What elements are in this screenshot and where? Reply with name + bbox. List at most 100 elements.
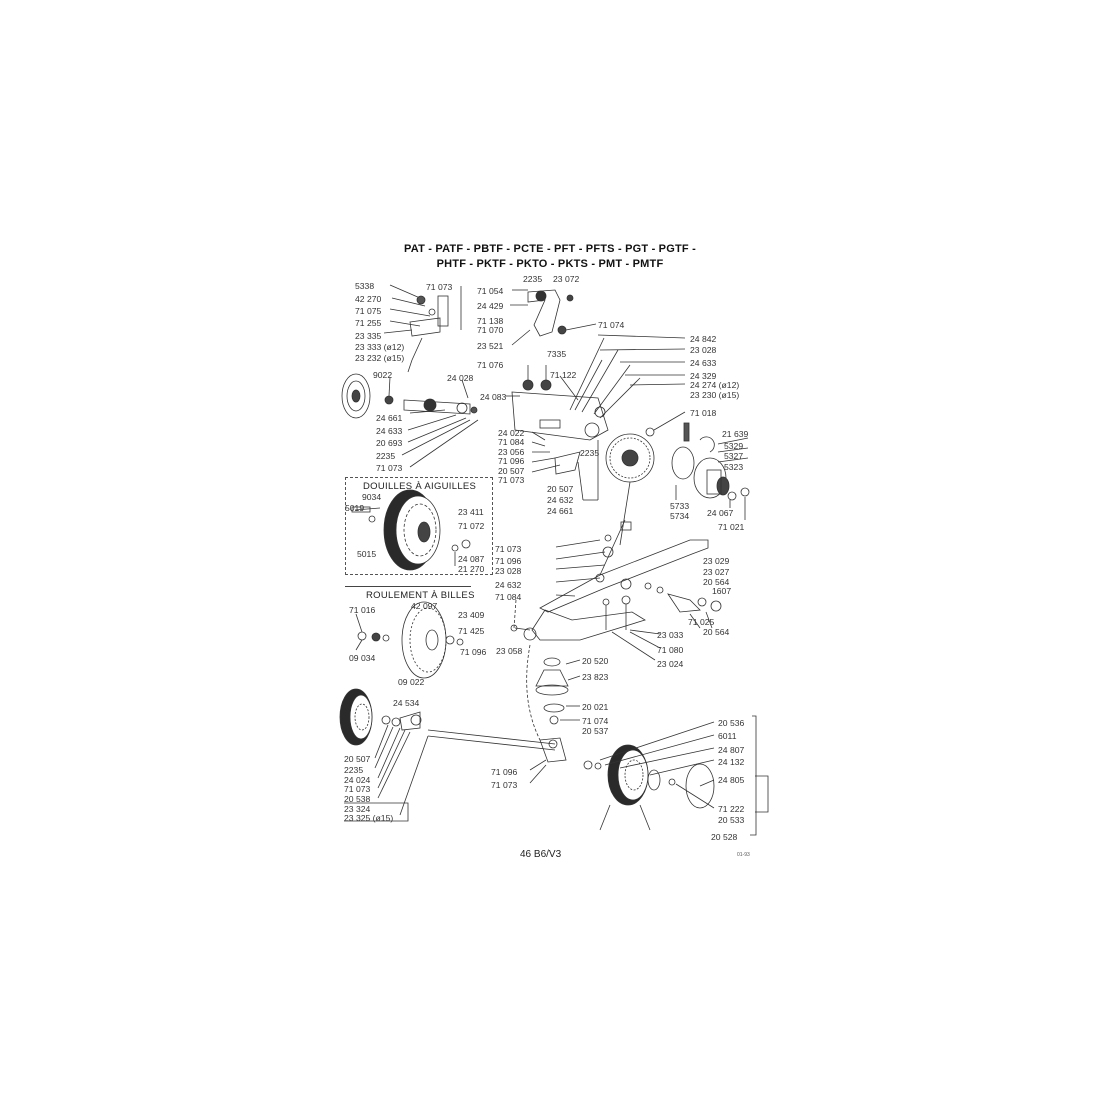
part-number-label: 20 520	[582, 656, 609, 666]
part-number-label: 71 255	[355, 318, 382, 328]
part-number-label: 42 270	[355, 294, 382, 304]
part-number-label: 71 073	[491, 780, 518, 790]
part-number-label: 71 074	[582, 716, 609, 726]
part-number-label: 71 076	[477, 360, 504, 370]
part-number-label: 9034	[362, 492, 382, 502]
part-number-label: 71 021	[718, 522, 745, 532]
part-number-label: 5019	[345, 503, 365, 513]
part-number-label: 24 087	[458, 554, 485, 564]
part-number-label: 7335	[547, 349, 567, 359]
part-number-label: 24 661	[376, 413, 403, 423]
part-number-label: 09 022	[398, 677, 425, 687]
part-number-label: 71 080	[657, 645, 684, 655]
part-number-label: 71 074	[598, 320, 625, 330]
section-title-needle-bearing: DOUILLES À AIGUILLES	[363, 481, 477, 492]
left-pulley	[341, 373, 479, 468]
part-number-label: 71 025	[688, 617, 715, 627]
part-number-label: 24 067	[707, 508, 734, 518]
part-number-label: 71 073	[426, 282, 453, 292]
part-number-label: 24 024	[344, 775, 371, 785]
part-number-label: 23 333 (ø12)	[355, 342, 405, 352]
part-number-label: 23 324	[344, 804, 371, 814]
part-number-label: 5734	[670, 511, 690, 521]
part-number-label: 24 429	[477, 301, 504, 311]
part-number-label: 21 639	[722, 429, 749, 439]
part-number-label: 24 132	[718, 757, 745, 767]
drawing-date-code: 01-93	[737, 852, 750, 858]
chassis-arm	[510, 519, 722, 661]
part-number-label: 23 024	[657, 659, 684, 669]
part-number-label: 20 533	[718, 815, 745, 825]
part-number-label: 24 805	[718, 775, 745, 785]
part-number-label: 20 538	[344, 794, 371, 804]
part-number-label: 20 564	[703, 577, 730, 587]
central-housing	[505, 334, 686, 501]
part-number-label: 2235	[580, 448, 600, 458]
part-number-label: 5015	[357, 549, 377, 559]
part-number-label: 23 033	[657, 630, 684, 640]
part-number-label: 71 096	[498, 456, 525, 466]
needle-wheel	[351, 489, 471, 571]
part-number-label: 23 335	[355, 331, 382, 341]
lower-left-wheel	[339, 688, 422, 822]
part-number-label: 23 027	[703, 567, 730, 577]
part-number-label: 24 028	[447, 373, 474, 383]
part-number-label: 23 028	[495, 566, 522, 576]
part-number-label: 71 084	[495, 592, 522, 602]
part-number-label: 21 270	[458, 564, 485, 574]
model-title-line-1: PAT - PATF - PBTF - PCTE - PFT - PFTS - …	[404, 243, 696, 255]
center-column	[526, 644, 581, 741]
drawing-reference-code: 46 B6/V3	[520, 849, 562, 860]
part-number-label: 23 028	[690, 345, 717, 355]
part-number-label: 71 096	[495, 556, 522, 566]
part-number-label: 5329	[724, 441, 744, 451]
part-number-label: 23 823	[582, 672, 609, 682]
part-number-label: 71 073	[495, 544, 522, 554]
part-number-label: 20 507	[344, 754, 371, 764]
part-number-label: 24 083	[480, 392, 507, 402]
part-number-label: 71 070	[477, 325, 504, 335]
part-number-label: 23 072	[553, 274, 580, 284]
part-number-label: 5323	[724, 462, 744, 472]
part-number-label: 24 632	[495, 580, 522, 590]
part-number-label: 20 528	[711, 832, 738, 842]
part-number-label: 20 507	[547, 484, 574, 494]
part-number-label: 20 536	[718, 718, 745, 728]
part-number-label: 71 018	[690, 408, 717, 418]
part-number-label: 2235	[523, 274, 543, 284]
part-number-label: 71 122	[550, 370, 577, 380]
axle	[399, 729, 567, 816]
part-number-label: 5327	[724, 451, 744, 461]
part-number-label: 23 409	[458, 610, 485, 620]
part-number-label: 2235	[344, 765, 364, 775]
part-number-label: 24 633	[376, 426, 403, 436]
part-number-label: 1607	[712, 586, 732, 596]
part-number-label: 23 029	[703, 556, 730, 566]
part-number-label: 24 534	[393, 698, 420, 708]
section-title-ball-bearing: ROULEMENT À BILLES	[366, 590, 475, 601]
part-number-label: 6011	[718, 731, 737, 741]
lower-right-wheel	[583, 715, 769, 836]
part-number-label: 5733	[670, 501, 690, 511]
part-number-label: 71 222	[718, 804, 745, 814]
gear-wheel	[605, 411, 686, 546]
part-number-label: 20 564	[703, 627, 730, 637]
part-number-label: 23 411	[458, 507, 484, 517]
part-number-label: 71 073	[498, 475, 525, 485]
part-number-label: 24 842	[690, 334, 717, 344]
part-number-label: 23 325 (ø15)	[344, 813, 394, 823]
part-number-label: 24 022	[498, 428, 525, 438]
part-number-label: 71 075	[355, 306, 382, 316]
part-number-label: 24 807	[718, 745, 745, 755]
part-number-label: 23 056	[498, 447, 525, 457]
part-number-label: 71 016	[349, 605, 376, 615]
part-number-label: 20 507	[498, 466, 525, 476]
part-number-label: 71 072	[458, 521, 485, 531]
part-number-label: 71 054	[477, 286, 504, 296]
part-number-label: 71 138	[477, 316, 504, 326]
model-title-line-2: PHTF - PKTF - PKTO - PKTS - PMT - PMTF	[436, 258, 664, 270]
part-number-label: 24 661	[547, 506, 574, 516]
part-number-label: 24 274 (ø12)	[690, 380, 740, 390]
